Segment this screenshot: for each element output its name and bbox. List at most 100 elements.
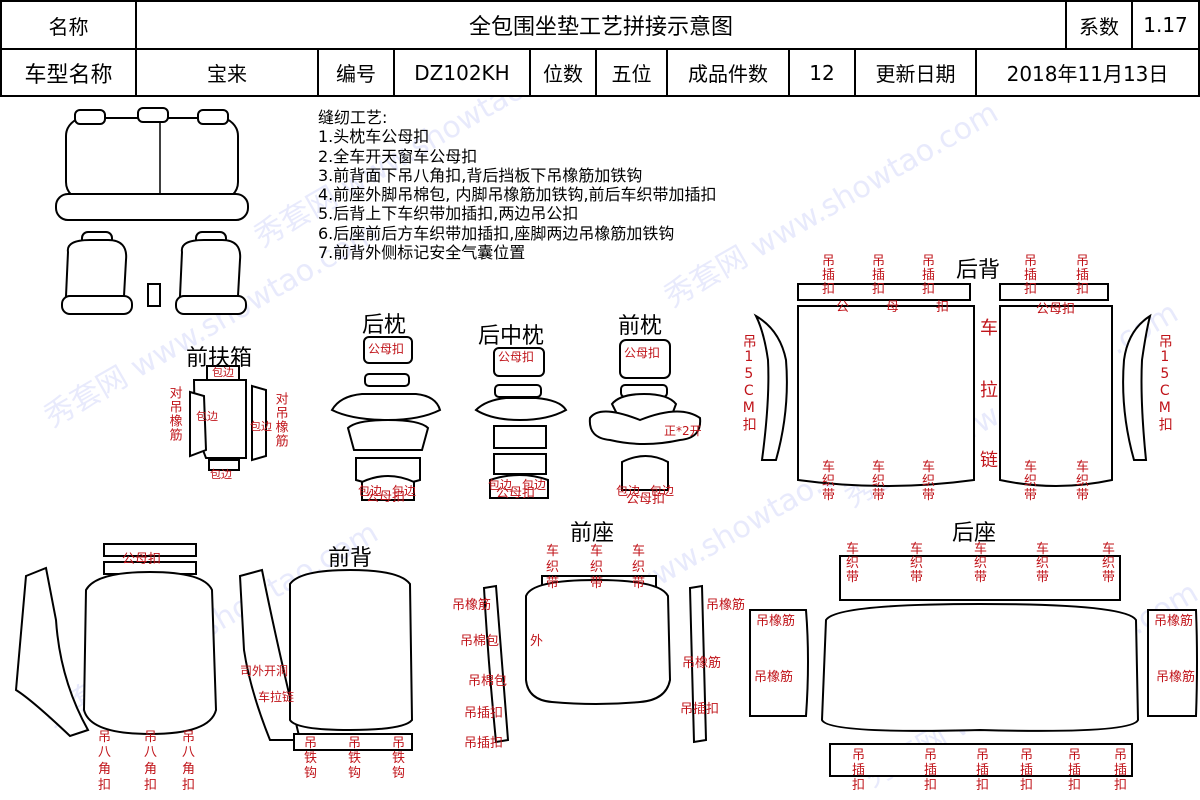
code-label: 编号 — [317, 48, 395, 97]
annotation-diao: 吊 — [392, 736, 406, 751]
annotation-tie: 铁 — [304, 751, 318, 766]
annotation-gongmukou: 公母扣 — [122, 552, 162, 567]
model-label: 车型名称 — [0, 48, 137, 97]
annotation-dai: 带 — [1102, 570, 1116, 585]
annotation-zhi: 织 — [590, 560, 604, 575]
annotation-cha: 插 — [922, 268, 936, 283]
annotation-diao: 吊 — [852, 748, 866, 763]
annotation-che: 车 — [1024, 460, 1038, 475]
name-label: 名称 — [0, 0, 137, 50]
annotation-ba: 八 — [144, 745, 158, 760]
note-item: 5.后背上下车织带加插扣,两边吊公扣 — [318, 204, 579, 224]
annotation-dai: 带 — [822, 488, 836, 503]
annotation-kou: 扣 — [144, 778, 158, 793]
annotation-cha: 插 — [1076, 268, 1090, 283]
annotation-baobian: 包边 — [616, 484, 641, 498]
annotation-kou: 扣 — [822, 282, 836, 297]
annotation-diao: 吊 — [1068, 748, 1082, 763]
annotation-baobian: 包边 — [250, 420, 272, 433]
annotation-dai: 带 — [910, 570, 924, 585]
annotation-dai: 带 — [1076, 488, 1090, 503]
annotation-diao_xiangjin: 吊橡筋 — [1154, 614, 1194, 629]
seats-label: 位数 — [529, 48, 597, 97]
annotation-diao_xiangjin: 吊橡筋 — [706, 598, 746, 613]
front-back-pieces — [14, 543, 414, 751]
annotation-cha: 插 — [822, 268, 836, 283]
annotation-diao: 吊 — [1020, 748, 1034, 763]
sewing-notes: 缝纫工艺: 1.头枕车公母扣 2.全车开天窗车公母扣 3.前背面下吊八角扣,背后… — [318, 108, 717, 262]
rear-mid-headrest-pieces — [474, 347, 568, 499]
annotation-baobian: 包边 — [392, 484, 417, 498]
note-item: 3.前背面下吊八角扣,背后挡板下吊橡筋加铁钩 — [318, 165, 643, 185]
annotation-gou: 钩 — [348, 766, 362, 781]
annotation-baobian: 包边 — [358, 484, 383, 498]
annotation-diao_chakou: 吊插扣 — [464, 736, 504, 751]
annotation-che: 车 — [1076, 460, 1090, 475]
annotation-che: 车 — [980, 318, 998, 339]
annotation-diao: 吊 — [182, 730, 196, 745]
annotation-che: 车 — [632, 544, 646, 559]
note-item: 4.前座外脚吊棉包, 内脚吊橡筋加铁钩,前后车织带加插扣 — [318, 185, 717, 205]
annotation-gongmukou: 公母扣 — [624, 346, 661, 360]
date-label: 更新日期 — [854, 48, 977, 97]
date-value: 2018年11月13日 — [975, 48, 1200, 97]
annotation-cha: 插 — [976, 763, 990, 778]
annotation-che: 车 — [822, 460, 836, 475]
annotation-wai: 外 — [530, 634, 544, 649]
seats-value: 五位 — [595, 48, 668, 97]
annotation-dai: 带 — [1036, 570, 1050, 585]
annotation-baobian: 包边 — [488, 478, 513, 492]
front-armrest-pieces — [189, 365, 267, 471]
annotation-gongmukou: 公母扣 — [366, 490, 406, 505]
annotation-diao_xiangjin: 吊橡筋 — [754, 670, 794, 685]
model-value: 宝来 — [135, 48, 319, 97]
annotation-kou: 扣 — [852, 778, 866, 793]
note-item: 1.头枕车公母扣 — [318, 127, 430, 147]
annotation-dai: 带 — [1024, 488, 1038, 503]
annotation-zhi: 织 — [1036, 556, 1050, 571]
section-rear-mid-headrest: 后中枕 — [478, 324, 545, 349]
annotation-kou: 扣 — [1076, 282, 1090, 297]
annotation-diao_chakou: 吊插扣 — [680, 702, 720, 717]
annotation-ba: 八 — [98, 745, 112, 760]
annotation-diao: 吊 — [1076, 254, 1090, 269]
rear-back-pieces — [753, 283, 1152, 487]
annotation-diao_mianbao: 吊棉包 — [460, 634, 500, 649]
annotation-cha: 插 — [1068, 763, 1082, 778]
annotation-dai: 带 — [974, 570, 988, 585]
annotation-diao: 吊 — [924, 748, 938, 763]
notes-heading: 缝纫工艺: — [318, 108, 388, 127]
annotation-diao_xiangjin: 吊橡筋 — [1156, 670, 1196, 685]
annotation-kou: 扣 — [1024, 282, 1038, 297]
annotation-baobian: 包边 — [650, 484, 675, 498]
coef-value: 1.17 — [1131, 0, 1200, 50]
note-item: 7.前背外侧标记安全气囊位置 — [318, 243, 526, 263]
annotation-zhi: 织 — [822, 474, 836, 489]
annotation-cha: 插 — [852, 763, 866, 778]
annotation-tie: 铁 — [392, 751, 406, 766]
annotation-dai: 带 — [632, 576, 646, 591]
rear-seat-pieces — [749, 555, 1198, 777]
annotation-diao: 吊 — [922, 254, 936, 269]
annotation-chelalian: 车拉链 — [258, 690, 295, 704]
section-rear-headrest: 后枕 — [362, 313, 407, 338]
annotation-zhi: 织 — [974, 556, 988, 571]
annotation-zhi: 织 — [910, 556, 924, 571]
annotation-che: 车 — [974, 542, 988, 557]
section-front-seat: 前座 — [570, 521, 615, 546]
code-value: DZ102KH — [393, 48, 531, 97]
annotation-gongmukou: 公母扣 — [496, 486, 536, 501]
annotation-kou: 扣 — [1020, 778, 1034, 793]
annotation-lian: 链 — [980, 450, 998, 471]
annotation-che: 车 — [872, 460, 886, 475]
annotation-diao15cmkou: 吊15CM扣 — [740, 334, 757, 432]
annotation-baobian: 包边 — [522, 478, 547, 492]
annotation-diao: 吊 — [822, 254, 836, 269]
seat-overview — [55, 107, 249, 315]
annotation-kou: 扣 — [936, 300, 950, 315]
annotation-tie: 铁 — [348, 751, 362, 766]
annotation-zhi: 织 — [1024, 474, 1038, 489]
annotation-zhi: 织 — [922, 474, 936, 489]
section-rear-seat: 后座 — [952, 521, 997, 546]
annotation-diao: 吊 — [348, 736, 362, 751]
